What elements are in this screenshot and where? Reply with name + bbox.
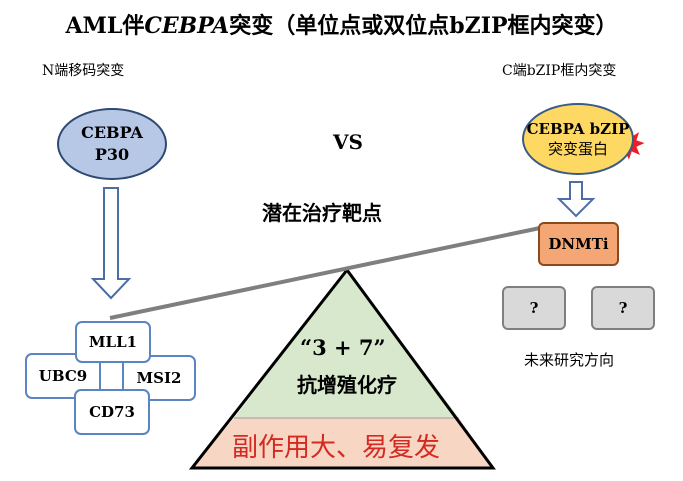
cebpa-bzip-node: CEBPA bZIP 突变蛋白: [522, 103, 634, 175]
therapy-triangle-top: [234, 270, 459, 418]
therapy-triangle-bottom: [192, 418, 493, 468]
cd73-node: CD73: [74, 389, 150, 435]
therapy-triangle-outline: [188, 267, 496, 470]
msi2-node: MSI2: [122, 355, 196, 401]
vs-label: VS: [333, 130, 363, 154]
page-title: AML伴CEBPA突变（单位点或双位点bZIP框内突变）: [65, 13, 618, 39]
therapy-regimen: “3 + 7”: [300, 335, 386, 360]
unknown-target-2: ?: [591, 286, 655, 330]
target-label: 潜在治疗靶点: [262, 201, 382, 225]
bzip-line1: CEBPA bZIP: [526, 119, 630, 138]
future-direction-label: 未来研究方向: [524, 351, 615, 369]
seesaw-beam: [109, 226, 541, 320]
left-subtitle: N端移码突变: [42, 63, 125, 79]
p30-line1: CEBPA: [81, 123, 143, 143]
left-down-arrow: [90, 187, 132, 300]
right-subtitle: C端bZIP框内突变: [502, 63, 617, 79]
right-down-arrow: [556, 181, 596, 218]
therapy-type: 抗增殖化疗: [297, 373, 397, 397]
p30-line2: P30: [94, 145, 130, 164]
unknown-target-1: ?: [502, 286, 566, 330]
side-effects-label: 副作用大、易复发: [232, 433, 441, 463]
mll1-node: MLL1: [75, 321, 151, 363]
bzip-line2: 突变蛋白: [547, 140, 608, 158]
dnmti-node: DNMTi: [538, 222, 619, 266]
cebpa-p30-node: CEBPA P30: [57, 108, 167, 180]
